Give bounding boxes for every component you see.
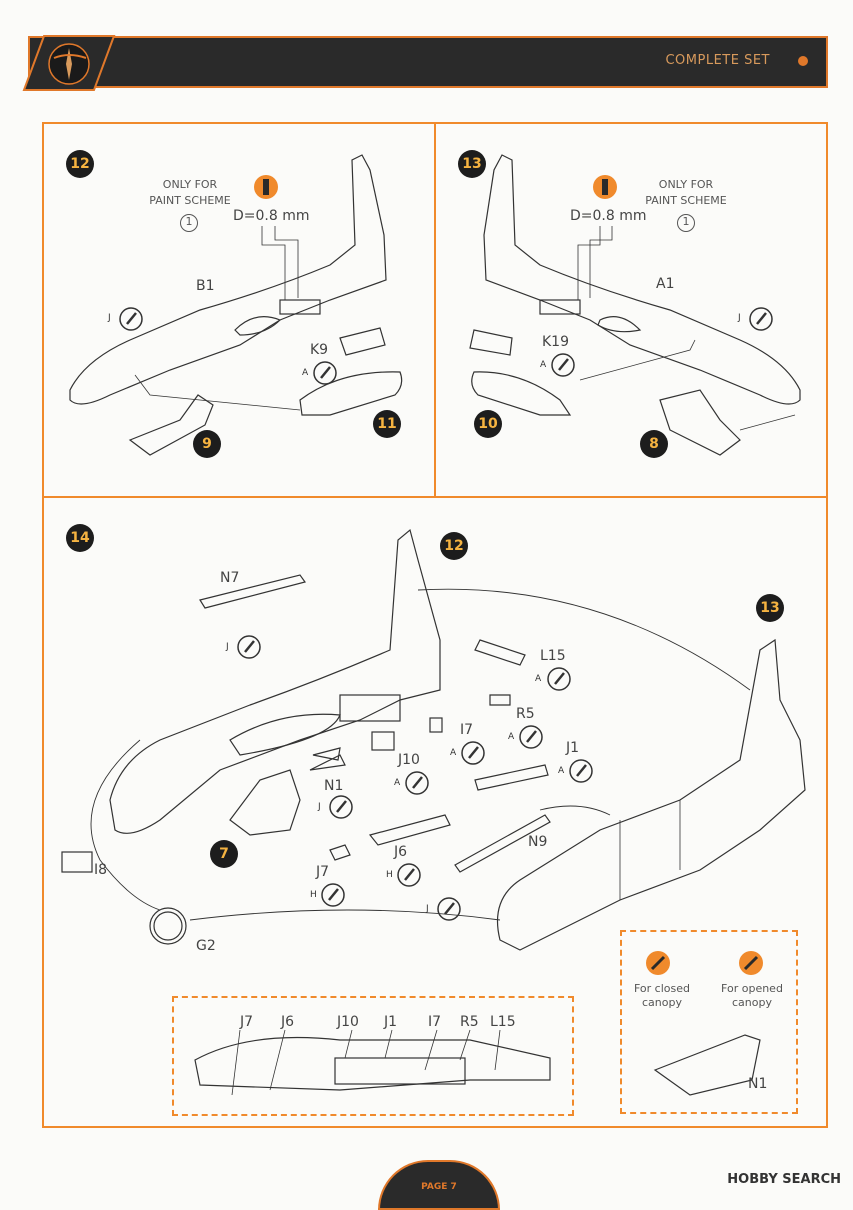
paint-letter: H [386,870,393,880]
cutter-icon [739,951,763,975]
step-13-drill-size: D=0.8 mm [570,208,647,224]
watermark-text: HOBBY SEARCH [727,1172,841,1187]
paint-brush-icon [397,863,421,887]
paint-letter: A [558,766,565,776]
step-12-drill-size: D=0.8 mm [233,208,310,224]
part-label-a1: A1 [656,276,675,292]
paint-brush-icon [329,795,353,819]
paint-letter-a: A [540,360,547,370]
paint-brush-icon [749,307,773,331]
header-bar: COMPLETE SET [28,36,828,88]
paint-letter-j: J [738,313,741,323]
detail-label: J6 [281,1014,295,1030]
step-13-note-line1: ONLY FOR [658,178,714,191]
paint-brush-icon [519,725,543,749]
paint-letter: A [508,732,515,742]
header-title: COMPLETE SET [665,53,770,68]
brand-logo-icon [22,35,116,91]
detail-label: J10 [337,1014,359,1030]
part-label-r5: R5 [516,706,535,722]
part-label-n1: N1 [324,778,344,794]
page-number: PAGE 7 [421,1182,457,1192]
part-label-k9: K9 [310,342,329,358]
part-label-n9: N9 [528,834,548,850]
step-13-sub-8: 8 [640,430,668,458]
paint-brush-icon [119,307,143,331]
part-label-j7: J7 [316,864,330,880]
part-label-n1-canopy: N1 [748,1076,768,1092]
paint-letter: A [450,748,457,758]
paint-brush-icon [461,741,485,765]
part-label-n7: N7 [220,570,240,586]
step-14-ref-7: 7 [210,840,238,868]
header-dot-icon [798,56,808,66]
step-14-ref-12: 12 [440,532,468,560]
paint-brush-icon [569,759,593,783]
detail-label: I7 [428,1014,442,1030]
step-12-note-line1: ONLY FOR [162,178,218,191]
canopy-closed-line2: canopy [642,996,682,1009]
paint-brush-icon [547,667,571,691]
step-13-note-line2: PAINT SCHEME [645,194,727,207]
paint-brush-icon [313,361,337,385]
step-12-number: 12 [66,150,94,178]
step-12-scheme-badge: 1 [180,214,198,232]
part-label-k19: K19 [542,334,569,350]
step-14-number: 14 [66,524,94,552]
paint-letter: H [310,890,317,900]
paint-letter: J [426,904,429,914]
step-13-number: 13 [458,150,486,178]
canopy-inset [620,930,798,1114]
cutter-icon [646,951,670,975]
step-14-ref-13: 13 [756,594,784,622]
drill-icon [593,175,617,199]
part-label-l15: L15 [540,648,566,664]
paint-letter-a: A [302,368,309,378]
paint-brush-icon [551,353,575,377]
step-13-scheme-badge: 1 [677,214,695,232]
detail-inset [172,996,574,1116]
paint-letter-j: J [108,313,111,323]
paint-brush-icon [405,771,429,795]
part-label-b1: B1 [196,278,215,294]
paint-brush-icon [437,897,461,921]
step-14-panel [42,496,828,1128]
part-label-g2: G2 [196,938,216,954]
step-12-note-line2: PAINT SCHEME [149,194,231,207]
drill-icon [254,175,278,199]
paint-letter: A [394,778,401,788]
step-12-sub-9: 9 [193,430,221,458]
paint-brush-icon [321,883,345,907]
canopy-opened-line1: For opened [721,982,783,995]
canopy-opened-line2: canopy [732,996,772,1009]
step-12-sub-11: 11 [373,410,401,438]
detail-label: J1 [384,1014,398,1030]
paint-letter: J [226,642,229,652]
part-label-j6: J6 [394,844,408,860]
part-label-i8: I8 [94,862,108,878]
part-label-j10: J10 [398,752,420,768]
paint-brush-icon [237,635,261,659]
detail-label: J7 [240,1014,254,1030]
canopy-closed-line1: For closed [634,982,690,995]
part-label-i7: I7 [460,722,474,738]
step-13-sub-10: 10 [474,410,502,438]
paint-letter: A [535,674,542,684]
paint-letter: J [318,802,321,812]
detail-label: R5 [460,1014,479,1030]
detail-label: L15 [490,1014,516,1030]
part-label-j1: J1 [566,740,580,756]
